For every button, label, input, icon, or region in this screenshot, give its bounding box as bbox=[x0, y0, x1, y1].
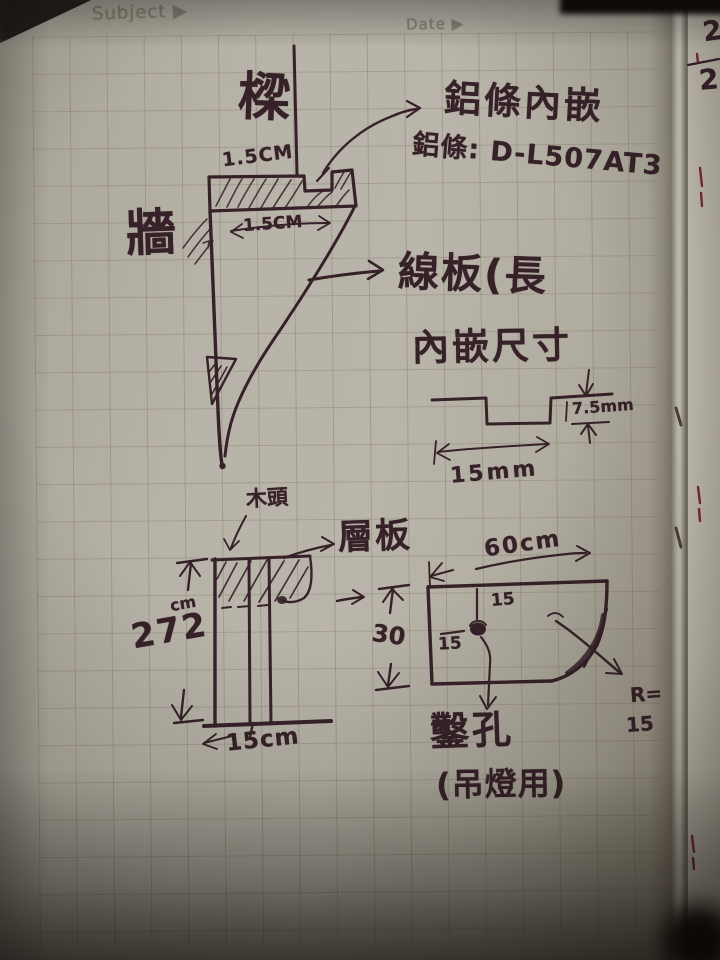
aluminum-inlay-note: 鋁條內嵌 bbox=[442, 76, 606, 129]
bar-bottom-dimension: 1.5CM bbox=[242, 211, 304, 237]
molding-label: 線板(長 bbox=[397, 247, 549, 301]
wall-label: 牆 bbox=[125, 203, 177, 263]
radius-prefix: R= bbox=[629, 680, 663, 708]
page-fraction-denominator: 2 bbox=[697, 62, 720, 97]
photo-dark-band-top bbox=[560, 0, 720, 14]
radius-value: 15 bbox=[625, 711, 655, 737]
beam-label: 樑 bbox=[236, 67, 292, 129]
wood-label: 木頭 bbox=[245, 484, 289, 512]
inlay-depth-dimension: 7.5mm bbox=[571, 394, 635, 419]
shelf-board-label: 層板 bbox=[337, 515, 413, 559]
hanging-lamp-note: (吊燈用) bbox=[435, 763, 567, 805]
column-height-unit: cm bbox=[168, 591, 198, 616]
panel-height-dimension: 30 bbox=[370, 618, 408, 652]
hole-offset-top: 15 bbox=[490, 589, 516, 611]
page-fraction-numerator: 2 bbox=[700, 14, 720, 49]
top-sketch-lines bbox=[182, 44, 422, 470]
panel-sketch-lines bbox=[374, 545, 623, 710]
inlay-size-title: 內嵌尺寸 bbox=[411, 323, 573, 370]
chisel-hole-label: 鑿孔 bbox=[429, 707, 515, 756]
spine-stitches bbox=[674, 52, 720, 871]
hole-offset-side: 15 bbox=[437, 633, 463, 655]
